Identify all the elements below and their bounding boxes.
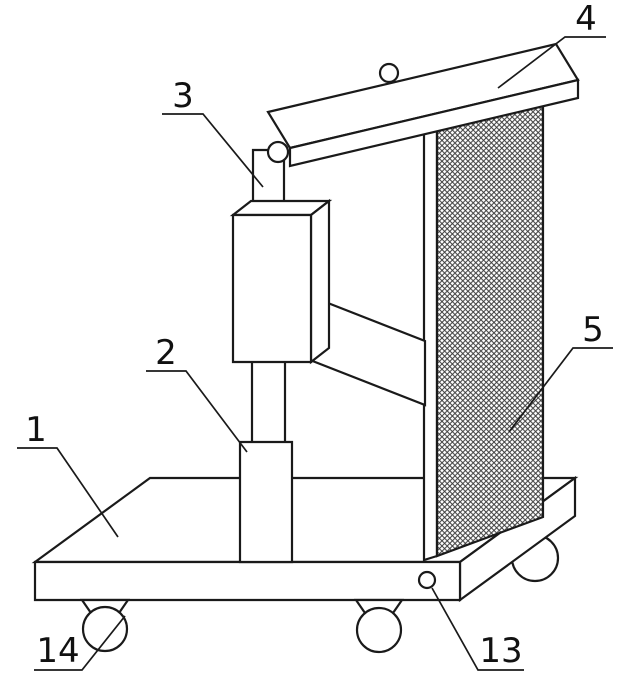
column-housing-right-face <box>309 198 331 365</box>
column-housing-front-face <box>231 213 313 364</box>
label-2: 2 <box>146 333 248 453</box>
ref-number-4: 4 <box>575 0 597 39</box>
ref-number-13: 13 <box>479 631 522 671</box>
column-mid-rod <box>250 358 287 446</box>
label-14: 14 <box>34 615 126 671</box>
top-plate-front-face <box>288 78 580 168</box>
caster-front-left-ball <box>81 605 129 653</box>
leader-line-4 <box>497 36 606 89</box>
ref-number-5: 5 <box>582 310 604 350</box>
ref-number-3: 3 <box>172 76 194 116</box>
caster-front-left <box>79 598 131 653</box>
mesh-panel-face <box>435 93 545 558</box>
plate-knob <box>378 62 400 84</box>
leader-line-14 <box>34 615 126 671</box>
support-column <box>238 440 294 564</box>
label-5: 5 <box>508 310 613 433</box>
ref-number-14: 14 <box>36 631 79 671</box>
hinge-pin <box>266 140 290 164</box>
leader-line-13 <box>431 587 524 671</box>
leader-line-3 <box>162 113 264 188</box>
fastener-bolt <box>417 570 437 590</box>
label-13: 13 <box>431 587 524 671</box>
leader-line-5 <box>508 347 613 433</box>
leader-line-2 <box>146 370 248 453</box>
mesh-panel-edge-strip <box>422 118 439 562</box>
leader-line-1 <box>17 447 119 538</box>
caster-front-right-ball <box>355 606 403 654</box>
base-front-face <box>33 560 462 602</box>
mesh-panel <box>422 93 545 562</box>
top-plate <box>266 42 580 168</box>
label-3: 3 <box>162 76 264 188</box>
caster-front-right <box>353 598 405 654</box>
ref-number-2: 2 <box>155 333 177 373</box>
label-1: 1 <box>17 410 119 538</box>
ref-number-1: 1 <box>25 410 47 450</box>
column-housing <box>229 198 333 365</box>
label-4: 4 <box>497 0 606 89</box>
